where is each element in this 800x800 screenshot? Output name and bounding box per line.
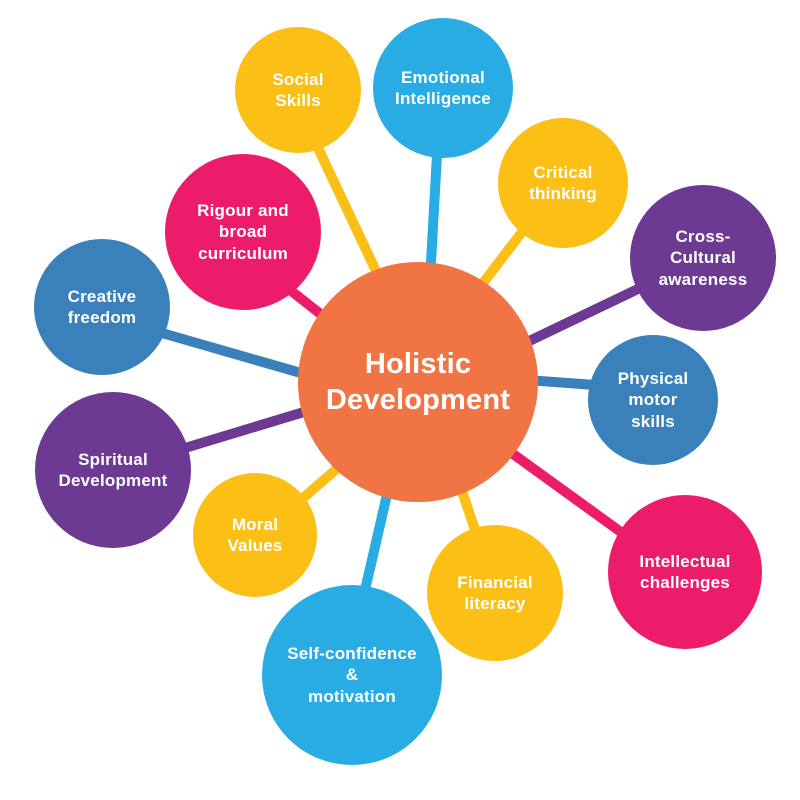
node-label: Self-confidence & motivation [287, 644, 417, 706]
node-emotional-intelligence: Emotional Intelligence [373, 18, 513, 158]
node-rigour-broad-curriculum: Rigour and broad curriculum [165, 154, 321, 310]
node-label: Rigour and broad curriculum [197, 201, 289, 263]
node-intellectual-challenges: Intellectual challenges [608, 495, 762, 649]
node-label: Social Skills [272, 69, 324, 110]
hub-holistic-development: Holistic Development [298, 262, 538, 502]
hub-label: Holistic Development [325, 347, 511, 416]
node-label: Emotional Intelligence [395, 67, 491, 108]
node-spiritual-development: Spiritual Development [35, 392, 191, 548]
node-label: Intellectual challenges [639, 551, 731, 592]
node-social-skills: Social Skills [235, 27, 361, 153]
node-financial-literacy: Financial literacy [427, 525, 563, 661]
node-self-confidence-motivation: Self-confidence & motivation [262, 585, 442, 765]
node-moral-values: Moral Values [193, 473, 317, 597]
node-label: Cross- Cultural awareness [658, 227, 748, 289]
node-physical-motor-skills: Physical motor skills [588, 335, 718, 465]
node-label: Spiritual Development [58, 449, 168, 490]
node-label: Physical motor skills [617, 369, 689, 431]
node-label: Financial literacy [457, 572, 533, 613]
node-label: Creative freedom [67, 286, 137, 327]
node-critical-thinking: Critical thinking [498, 118, 628, 248]
connector-emotional-intelligence [425, 154, 442, 281]
node-creative-freedom: Creative freedom [34, 239, 170, 375]
connector-social-skills [313, 145, 390, 293]
node-label: Moral Values [227, 514, 283, 555]
node-label: Critical thinking [529, 162, 597, 203]
node-cross-cultural-awareness: Cross- Cultural awareness [630, 185, 776, 331]
